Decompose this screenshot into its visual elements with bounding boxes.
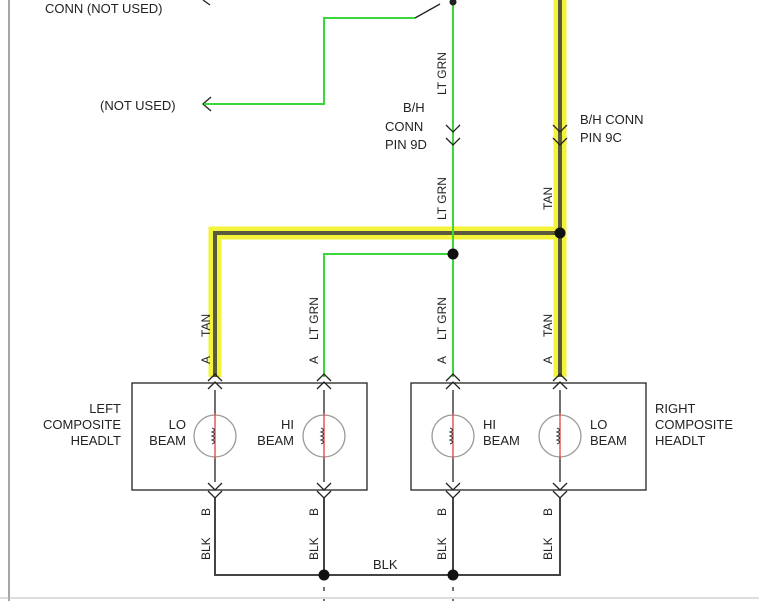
wire-label-blk: BLK [199, 537, 213, 560]
bh-conn-9c-chevron-icon [552, 137, 568, 146]
bh-conn-9c-line1: B/H CONN [580, 112, 644, 127]
left-headlamp-name-1: LEFT [89, 401, 121, 416]
right-hi-beam-bulb-icon [431, 390, 475, 482]
wire-label-blk: BLK [435, 537, 449, 560]
splice-dot-top [449, 0, 457, 6]
bh-conn-9d-chevron-icon [445, 124, 461, 133]
wire-label-blk-horizontal: BLK [373, 557, 398, 572]
splice-dot-blk-right [447, 569, 459, 581]
pin-b-label: B [541, 508, 555, 516]
right-headlamp-name-2: COMPOSITE [655, 417, 733, 432]
not-used-label: (NOT USED) [100, 98, 176, 113]
wire-label-lt-grn-right: LT GRN [435, 297, 449, 340]
pin-a-label: A [307, 356, 321, 364]
wire-label-tan-right: TAN [541, 314, 555, 337]
bh-conn-9c-chevron-icon [552, 124, 568, 133]
wire-label-tan-upper: TAN [541, 187, 555, 210]
tan-wire-highlight-main [208, 0, 567, 377]
wire-label-lt-grn-left: LT GRN [307, 297, 321, 340]
right-hi-beam-label-1: HI [483, 417, 496, 432]
right-lo-beam-bulb-icon [538, 390, 582, 482]
wire-blk-ground [214, 498, 561, 576]
pin-b-label: B [199, 508, 213, 516]
splice-dot-lt-grn [447, 248, 459, 260]
right-headlamp-name-1: RIGHT [655, 401, 696, 416]
left-lo-beam-bulb-icon [193, 390, 237, 482]
wire-lt-grn-not-used [204, 17, 415, 105]
wire-label-lt-grn-upper: LT GRN [435, 52, 449, 95]
not-used-arrow-icon [202, 96, 212, 112]
pin-b-label: B [307, 508, 321, 516]
right-lo-beam-label-2: BEAM [590, 433, 627, 448]
wire-label-lt-grn-mid: LT GRN [435, 177, 449, 220]
left-lo-beam-label-2: BEAM [149, 433, 186, 448]
conn-not-used-label: CONN (NOT USED) [45, 1, 162, 16]
bh-conn-9d-chevron-icon [445, 137, 461, 146]
left-hi-beam-bulb-icon [302, 390, 346, 482]
pin-a-label: A [199, 356, 213, 364]
tan-wire-main [213, 0, 562, 377]
right-hi-beam-label-2: BEAM [483, 433, 520, 448]
pin-a-label: A [435, 356, 449, 364]
wire-lt-grn-branch [323, 253, 453, 377]
pin-b-label: B [435, 508, 449, 516]
left-headlamp-name-3: HEADLT [71, 433, 121, 448]
wire-label-blk: BLK [541, 537, 555, 560]
bh-conn-9c-line2: PIN 9C [580, 130, 622, 145]
right-headlamp-box [410, 382, 647, 491]
wire-label-tan-left: TAN [199, 314, 213, 337]
wire-label-blk: BLK [307, 537, 321, 560]
bh-conn-9d-line2: CONN [385, 119, 423, 134]
right-headlamp-name-3: HEADLT [655, 433, 705, 448]
pin-a-label: A [541, 356, 555, 364]
left-headlamp-name-2: COMPOSITE [43, 417, 121, 432]
left-headlamp-box [131, 382, 368, 491]
bh-conn-9d-line3: PIN 9D [385, 137, 427, 152]
switch-contact [414, 3, 441, 19]
splice-dot-tan [554, 227, 566, 239]
left-hi-beam-label-1: HI [281, 417, 294, 432]
left-lo-beam-label-1: LO [169, 417, 186, 432]
splice-dot-blk-left [318, 569, 330, 581]
right-lo-beam-label-1: LO [590, 417, 607, 432]
bh-conn-9d-line1: B/H [403, 100, 425, 115]
conn-arrow-icon [202, 0, 211, 6]
left-hi-beam-label-2: BEAM [257, 433, 294, 448]
